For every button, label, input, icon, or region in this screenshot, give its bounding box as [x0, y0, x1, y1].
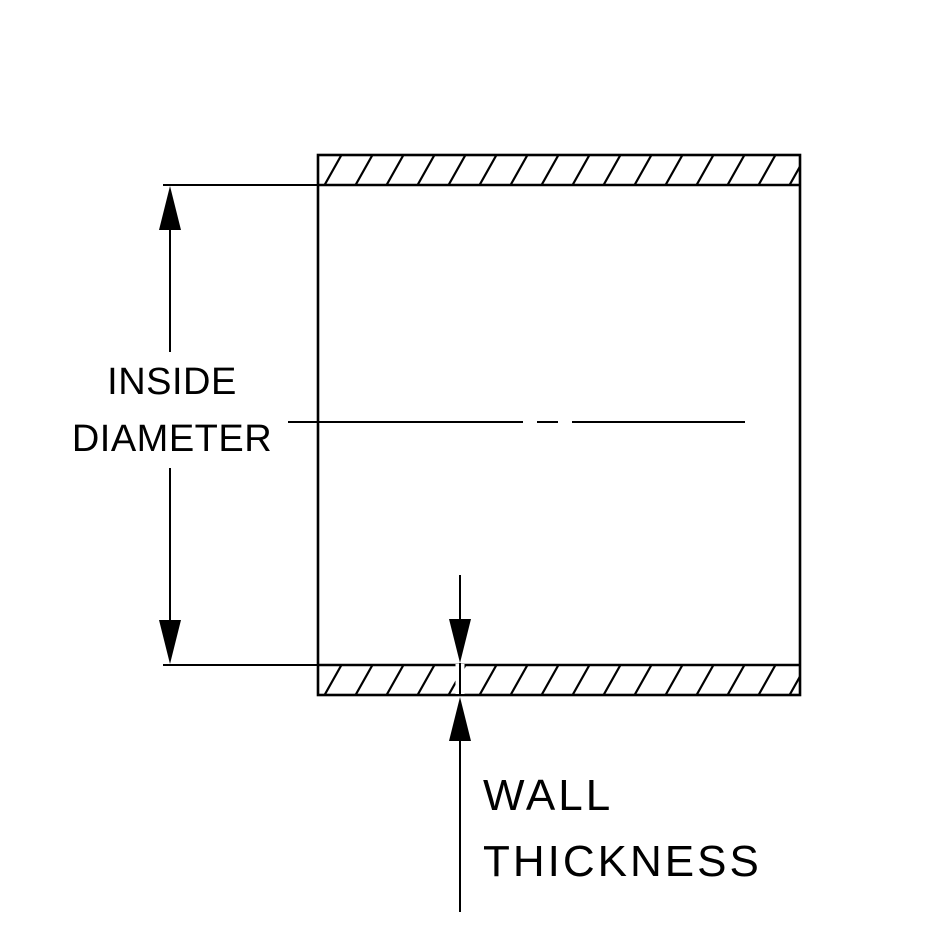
- wall-thickness-label-line2: THICKNESS: [483, 837, 762, 886]
- arrow-up-icon: [449, 697, 471, 741]
- arrow-down-icon: [449, 619, 471, 663]
- top-wall-hatching: [318, 155, 800, 185]
- tube-body: [316, 153, 802, 697]
- inside-diameter-dimension: INSIDE DIAMETER: [72, 184, 318, 666]
- arrow-up-icon: [159, 186, 181, 230]
- tube-outline: [316, 153, 802, 697]
- wall-thickness-dimension: WALL THICKNESS: [449, 575, 762, 912]
- wall-thickness-label-line1: WALL: [483, 771, 613, 820]
- inside-diameter-label-line1: INSIDE: [107, 361, 237, 403]
- arrow-down-icon: [159, 620, 181, 664]
- bottom-wall-hatching: [318, 665, 800, 695]
- inside-diameter-label-line2: DIAMETER: [72, 418, 272, 460]
